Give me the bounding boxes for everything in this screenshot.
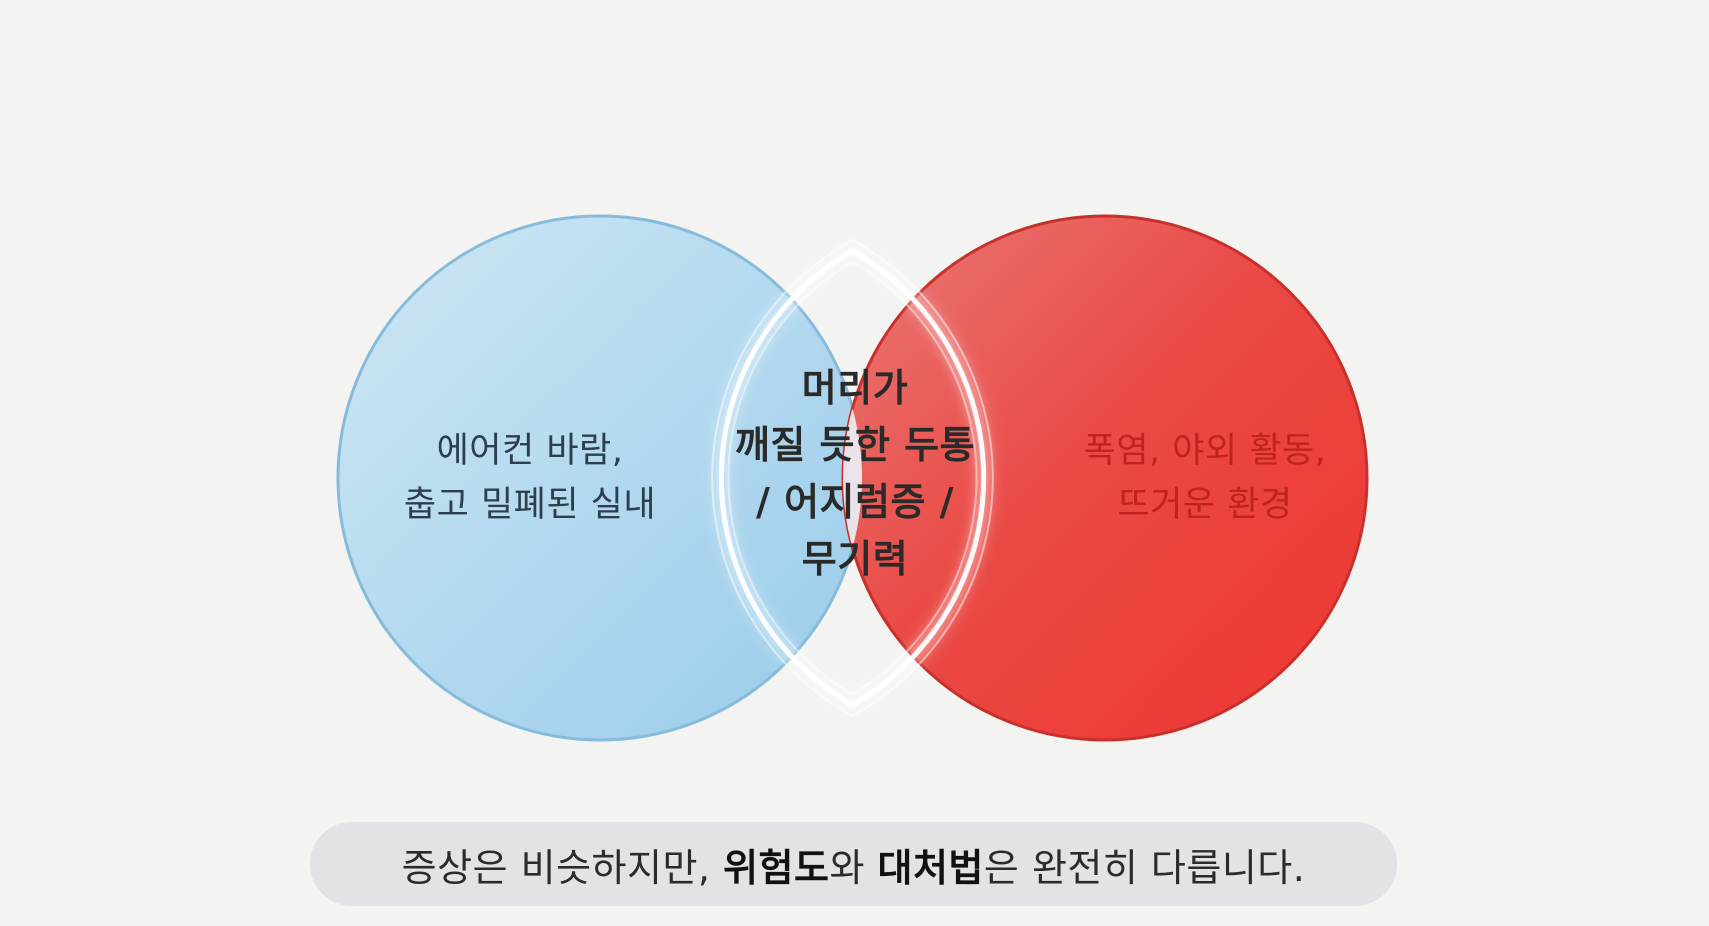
overlap-glow <box>711 238 994 718</box>
caption-part: 와 <box>829 845 878 890</box>
overlap-label-line: 깨질 듯한 두통 <box>734 423 976 467</box>
overlap-label-line: 무기력 <box>801 537 909 581</box>
caption-part: 증상은 비슷하지만, <box>401 845 724 890</box>
caption-emphasis-response: 대처법 <box>877 845 984 890</box>
right-circle-label: 폭염, 야외 활동, 뜨거운 환경 <box>1035 424 1375 533</box>
right-label-line: 뜨거운 환경 <box>1117 485 1293 526</box>
caption-banner: 증상은 비슷하지만, 위험도와 대처법은 완전히 다릅니다. <box>310 822 1397 906</box>
left-label-line: 춥고 밀폐된 실내 <box>403 485 657 526</box>
overlap-label-line: 머리가 <box>801 366 909 410</box>
caption-emphasis-risk: 위험도 <box>723 845 830 890</box>
left-circle-label: 에어컨 바람, 춥고 밀폐된 실내 <box>360 424 700 533</box>
caption-part: 은 완전히 다릅니다. <box>983 845 1306 890</box>
overlap-label-line: / 어지럼증 / <box>755 480 955 524</box>
caption-text: 증상은 비슷하지만, 위험도와 대처법은 완전히 다릅니다. <box>402 837 1306 892</box>
overlap-label: 머리가 깨질 듯한 두통 / 어지럼증 / 무기력 <box>700 360 1010 588</box>
right-label-line: 폭염, 야외 활동, <box>1083 431 1327 471</box>
left-label-line: 에어컨 바람, <box>436 431 624 471</box>
